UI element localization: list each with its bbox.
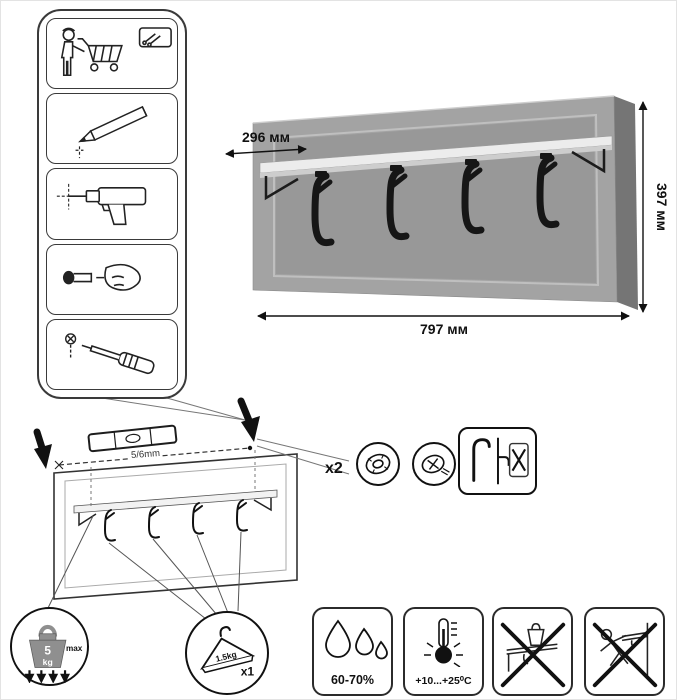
no-heavy-load-box — [492, 607, 573, 696]
shelf-bracket-right — [571, 149, 606, 174]
shelf — [259, 135, 613, 201]
dimension-lines — [225, 101, 648, 321]
step-mark-position — [46, 93, 178, 165]
fasteners-qty-label: x2 — [325, 460, 343, 477]
wall-layout-drawing — [53, 450, 298, 600]
drill-icon — [56, 184, 147, 226]
step-drive-screw — [46, 318, 178, 391]
dimension-depth-label: 296 мм — [242, 129, 290, 145]
pencil-icon — [75, 106, 148, 159]
connector-lines — [101, 397, 350, 475]
hanger-qty: x1 — [241, 664, 255, 678]
step-insert-plug — [46, 243, 178, 315]
spirit-level-icon — [87, 424, 178, 453]
humidity-label: 60-70% — [330, 673, 375, 687]
screwdriver-icon — [65, 333, 155, 374]
humidity-box: 60-70% — [312, 607, 393, 696]
no-climbing-box — [584, 607, 665, 696]
shelf-bracket-left — [264, 176, 299, 201]
max-weight-unit: kg — [42, 656, 52, 666]
step-buy-parts — [46, 18, 178, 90]
keyhole-hook-icon — [472, 437, 529, 485]
dimension-height-label: 397 мм — [654, 183, 670, 231]
coat-hooks — [311, 153, 560, 247]
water-drops-icon — [325, 619, 388, 660]
wall-plug-front-icon — [365, 453, 391, 475]
person-cart-icon — [60, 27, 172, 77]
screw-front-badge — [412, 442, 456, 486]
callout-lines-to-badges — [47, 515, 242, 620]
fixing-point-arrow-left — [33, 428, 52, 469]
max-weight-badge: 5 kg max — [10, 607, 89, 686]
max-weight-word: max — [65, 644, 82, 653]
weight-icon: 5 kg max — [24, 624, 82, 683]
max-weight-value: 5 — [44, 643, 51, 657]
thermometer-icon — [424, 618, 463, 667]
product-drawing: 296 мм 397 мм 797 мм — [225, 95, 670, 337]
hanger-icon: 1.5kg x1 — [200, 626, 256, 678]
no-climbing-icon — [592, 622, 658, 688]
wall-hooks-outline — [103, 499, 248, 542]
hanging-hardware-box — [458, 427, 537, 495]
cross-icon — [500, 622, 566, 688]
screw-front-icon — [421, 454, 450, 476]
hanger-load-badge: 1.5kg x1 — [185, 611, 269, 695]
wall-plug-icon — [62, 263, 141, 291]
no-heavy-load-icon — [500, 622, 566, 688]
cross-icon — [592, 622, 658, 688]
drill-size-label: 5/6mm — [128, 447, 163, 462]
dimension-width-label: 797 мм — [420, 321, 468, 337]
back-panel — [252, 95, 638, 310]
assembly-steps-panel — [37, 9, 187, 399]
temperature-box: +10...+25⁰C — [403, 607, 484, 696]
cross-icon — [511, 448, 527, 472]
fixing-point-arrow-right — [237, 397, 260, 442]
wall-plug-front-badge — [356, 442, 400, 486]
down-arrows-icon — [24, 669, 70, 683]
temperature-label: +10...+25⁰C — [415, 675, 472, 687]
step-drill-holes — [46, 168, 178, 240]
